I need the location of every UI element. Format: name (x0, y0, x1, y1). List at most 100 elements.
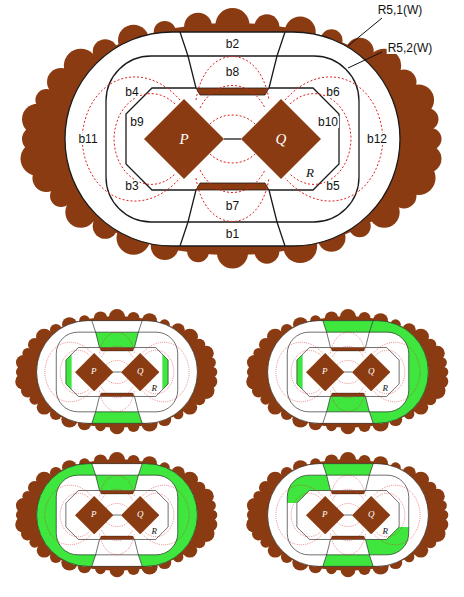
field-line (101, 346, 132, 357)
boundary-line (344, 372, 352, 373)
region-label: R5,2(W) (387, 42, 434, 54)
field-line (99, 332, 134, 353)
point-label: R (305, 166, 315, 179)
boundary-label: b7 (225, 200, 240, 212)
boundary-line (269, 32, 285, 88)
boundary-label: b3 (124, 180, 139, 192)
boundary-label: b12 (366, 133, 388, 145)
boundary-line (323, 464, 331, 491)
dark-band (99, 393, 134, 396)
boundary-line (56, 475, 177, 555)
boundary-line (92, 321, 100, 348)
pole-label: P (144, 99, 224, 179)
boundary-line (287, 332, 408, 412)
outer-region (22, 459, 212, 570)
boundary-line (113, 515, 121, 516)
pole-label: P (75, 353, 113, 391)
boundary-line (92, 539, 100, 566)
field-line (99, 475, 134, 496)
field-line (332, 346, 363, 357)
boundary-line (113, 372, 121, 373)
boundary-line (366, 539, 374, 566)
boundary-line (269, 190, 285, 246)
outer-region-bump (436, 357, 447, 368)
leader-line (348, 18, 382, 46)
field-line (106, 360, 128, 364)
boundary-label: b8 (225, 66, 240, 78)
diamond-shape (75, 353, 113, 391)
dark-band (196, 183, 269, 190)
field-line (330, 391, 365, 412)
pole-diamond: P (144, 99, 224, 179)
region-fill (37, 321, 198, 424)
field-line (200, 86, 265, 109)
field-line (332, 387, 363, 398)
field-line (200, 170, 265, 193)
outer-region-bump (205, 357, 216, 368)
field-line (332, 489, 363, 500)
dark-band (330, 536, 365, 539)
boundary-line (287, 475, 408, 555)
outer-region (22, 316, 212, 427)
dark-band (330, 393, 365, 396)
field-line (101, 530, 132, 541)
highlight-region (323, 555, 373, 567)
field-line (337, 379, 359, 383)
outer-region-bump (416, 108, 438, 130)
highlight-region (323, 464, 373, 476)
outer-region-bump (436, 500, 447, 511)
diamond-shape (241, 99, 321, 179)
field-line (337, 360, 359, 364)
outer-region-bump (205, 500, 216, 511)
field-line (106, 503, 128, 507)
highlight-region (96, 475, 139, 490)
region-fill (268, 321, 429, 424)
field-line (99, 534, 134, 555)
boundary-line (92, 396, 100, 423)
boundary-label: b9 (129, 116, 144, 128)
pole-label: P (75, 496, 113, 534)
pole-diamond: P (306, 353, 344, 391)
cross-section (246, 452, 448, 577)
boundary-line (180, 190, 196, 246)
highlight-region (92, 412, 142, 424)
boundary-line (37, 321, 198, 424)
boundary-line (323, 539, 331, 566)
boundary-label: b1 (225, 228, 240, 240)
boundary-line (135, 321, 143, 348)
boundary-line (366, 321, 374, 348)
boundary-line (323, 321, 331, 348)
boundary-label: b6 (325, 86, 340, 98)
boundary-line (135, 539, 143, 566)
diamond-shape (75, 496, 113, 534)
boundary-line (268, 321, 429, 424)
point-label: R (150, 526, 158, 535)
boundary-line (180, 32, 196, 88)
field-line (106, 379, 128, 383)
boundary-label: b2 (225, 38, 240, 50)
highlight-region (323, 321, 373, 333)
field-line (99, 391, 134, 412)
dark-band (99, 491, 134, 494)
field-line (330, 332, 365, 353)
cross-section (15, 309, 217, 434)
region-fill (37, 464, 198, 567)
field-line (106, 522, 128, 526)
point-label: R (381, 383, 389, 392)
boundary-label: b4 (124, 86, 139, 98)
field-line (196, 178, 269, 222)
dark-band (99, 536, 134, 539)
boundary-line (323, 396, 331, 423)
dark-band (330, 491, 365, 494)
pole-label: P (306, 496, 344, 534)
point-label: R (381, 526, 389, 535)
boundary-line (268, 464, 429, 567)
field-line (330, 475, 365, 496)
boundary-line (106, 56, 359, 222)
outer-region (253, 316, 443, 427)
diamond-shape (144, 99, 224, 179)
cross-section (15, 452, 217, 577)
diamond-shape (306, 496, 344, 534)
boundary-line (366, 464, 374, 491)
